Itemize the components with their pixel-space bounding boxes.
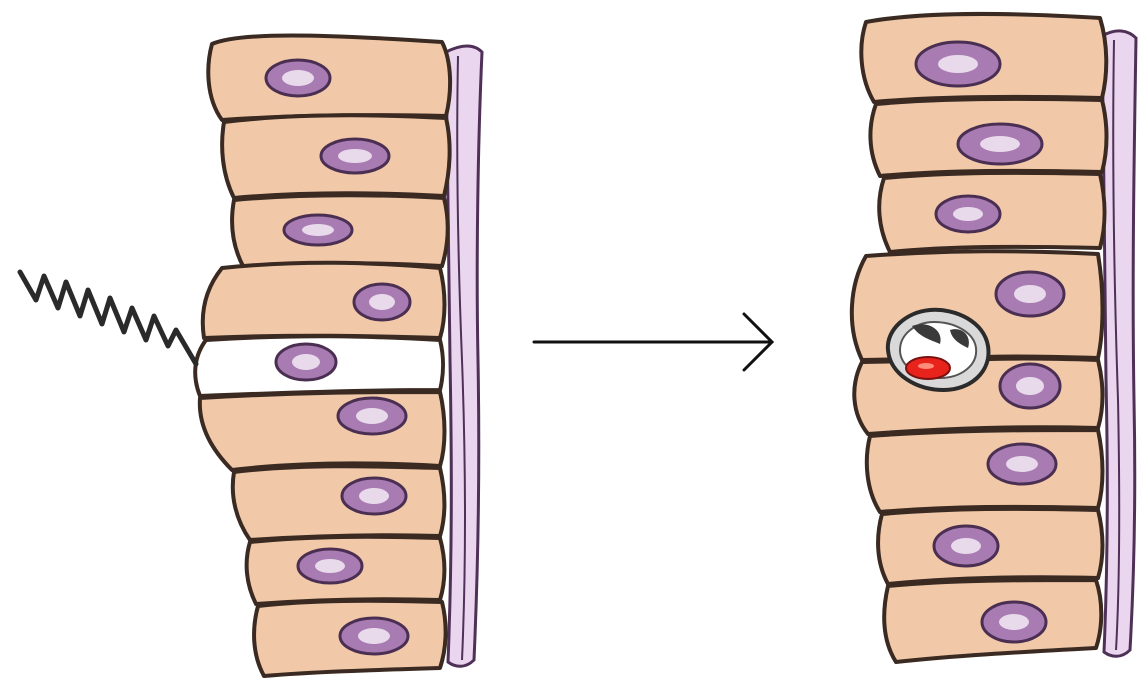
nucleus-highlight [359,488,389,504]
nucleus-highlight [980,136,1020,152]
left-cell-6 [200,392,445,470]
right-epithelium-panel [852,14,1136,662]
nucleus-highlight [953,207,983,221]
apoptotic-nucleus-icon [888,310,989,390]
nucleus-highlight [951,538,981,554]
nucleus-highlight [358,628,390,644]
nucleus-highlight [999,614,1029,630]
nucleus-highlight [1006,456,1038,472]
nucleus-highlight [369,294,395,310]
nucleus-highlight [938,55,978,73]
left-cell-7 [233,466,445,540]
right-cell-6 [867,430,1103,512]
nucleus-highlight [1016,377,1044,395]
coil-stimulus-icon [20,272,196,364]
nucleus-highlight [292,354,320,370]
nucleus-highlight [315,559,345,573]
nucleus-highlight [356,408,388,424]
nucleus-highlight [282,70,314,86]
left-epithelium-panel [20,36,482,677]
nucleus-highlight [1014,285,1046,303]
nucleus-highlight [302,224,334,236]
right-arrow-icon [534,314,772,370]
nucleus-highlight [338,149,372,163]
